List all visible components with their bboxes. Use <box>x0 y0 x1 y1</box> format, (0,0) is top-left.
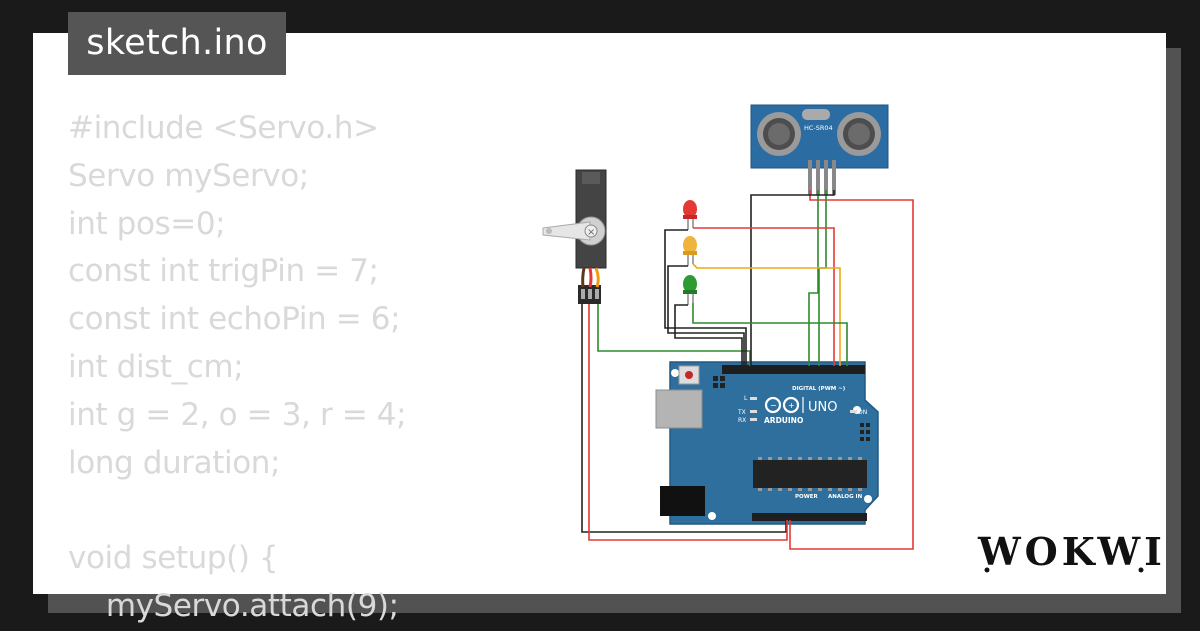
led-yellow <box>683 236 697 266</box>
code-line: #include <Servo.h> <box>68 110 379 146</box>
led-label-tx: TX <box>737 409 746 416</box>
wire-led-red <box>693 227 835 366</box>
code-line: int g = 2, o = 3, r = 4; <box>68 396 407 433</box>
code-preview: #include <Servo.h> Servo myServo; int pos=… <box>68 105 407 631</box>
digital-header <box>722 365 865 374</box>
wire-sensor-gnd <box>750 190 835 366</box>
code-line: Servo myServo; <box>68 157 309 194</box>
code-line: const int trigPin = 7; <box>68 253 379 290</box>
code-line: long duration; <box>68 444 281 481</box>
wire-led-yellow <box>692 263 841 366</box>
preview-card: #include <Servo.h> Servo myServo; int pos=… <box>33 33 1166 624</box>
wire-servo-gnd <box>581 304 787 533</box>
wires <box>581 190 914 550</box>
on-label: ON <box>858 409 867 416</box>
led-label-rx: RX <box>738 417 746 424</box>
wokwi-logo: WOKWI <box>977 529 1162 574</box>
usb-port <box>655 389 703 429</box>
led-label-l: L <box>744 395 748 402</box>
led-red <box>683 200 697 230</box>
wire-sensor-trig <box>808 190 819 366</box>
led-green <box>683 275 697 305</box>
ultrasonic-sensor: HC-SR04 <box>750 104 889 195</box>
code-line: void setup() { <box>68 540 279 577</box>
wire-led-yellow-gnd <box>667 265 745 366</box>
code-line: const int echoPin = 6; <box>68 301 401 338</box>
sensor-label: HC-SR04 <box>804 124 833 132</box>
power-analog-header <box>752 513 867 521</box>
wire-sensor-echo <box>818 190 827 366</box>
svg-text:+: + <box>788 401 795 410</box>
svg-text:−: − <box>770 401 777 410</box>
servo-motor: × <box>542 169 607 304</box>
power-label: POWER <box>795 494 819 500</box>
wire-servo-signal <box>597 304 751 366</box>
code-line: myServo.attach(9); <box>68 587 399 624</box>
digital-label: DIGITAL (PWM ~) <box>792 386 846 392</box>
wire-led-red-gnd <box>664 229 747 366</box>
wokwi-logo-text: WOKWI <box>977 529 1166 574</box>
arduino-infinity-logo <box>764 396 800 414</box>
wire-led-green-gnd <box>674 304 743 366</box>
arduino-uno-board: L TX RX ON − + UNO ARDUINO DIGITAL (PWM … <box>655 361 879 525</box>
code-line: int pos=0; <box>68 205 226 242</box>
power-jack <box>660 486 705 516</box>
code-line: int dist_cm; <box>68 348 244 385</box>
filename-tab: sketch.ino <box>68 12 286 75</box>
board-brand-label: ARDUINO <box>764 416 803 425</box>
board-model-label: UNO <box>808 400 837 415</box>
wire-servo-vcc <box>588 304 788 541</box>
microcontroller-chip <box>753 460 867 488</box>
analog-label: ANALOG IN <box>828 494 863 500</box>
wire-sensor-vcc <box>789 190 914 550</box>
wire-led-green <box>692 303 848 366</box>
svg-text:×: × <box>587 227 595 238</box>
